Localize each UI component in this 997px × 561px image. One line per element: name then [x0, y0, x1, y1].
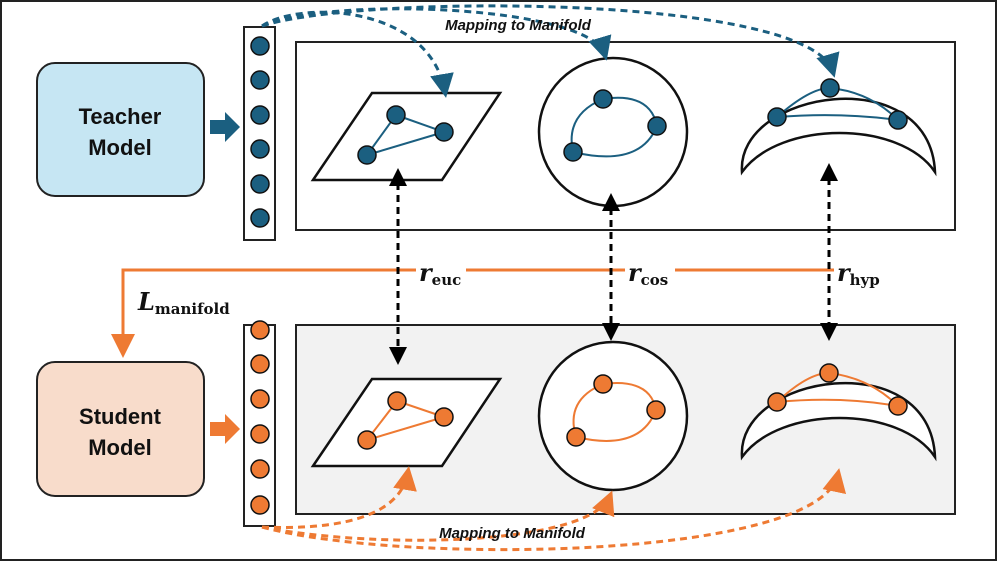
- student-point: [646, 400, 666, 420]
- student-point: [387, 391, 407, 411]
- student-vector-node: [250, 354, 270, 374]
- teacher-map-arrow-euclidean: [261, 10, 454, 98]
- student-point: [566, 427, 586, 447]
- relation-label-cos: rcos: [628, 258, 668, 289]
- teacher-input-arrow: [210, 112, 240, 142]
- student-point: [767, 392, 787, 412]
- teacher-point: [357, 145, 377, 165]
- relation-label-euc: reuc: [419, 258, 461, 289]
- student-point: [593, 374, 613, 394]
- teacher-vector-node: [250, 208, 270, 228]
- student-point: [357, 430, 377, 450]
- relation-label-bg-cos: [625, 256, 675, 286]
- teacher-vector-node: [250, 70, 270, 90]
- teacher-embedding-vector: [243, 26, 276, 241]
- student-mapping-arrows: [261, 466, 846, 552]
- student-hyperbolic-manifold: [740, 363, 937, 462]
- student-map-arrow-spherical: [261, 490, 615, 542]
- student-map-arrow-hyperbolic: [261, 468, 846, 552]
- teacher-label-line1: Teacher: [79, 104, 162, 129]
- manifold-loss-label: Lmanifold: [137, 287, 230, 318]
- teacher-mapping-arrows: [261, 4, 840, 98]
- teacher-spherical-manifold: [537, 56, 689, 208]
- teacher-model-box: Teacher Model: [36, 62, 205, 197]
- student-point: [888, 396, 908, 416]
- student-spherical-manifold: [537, 340, 689, 492]
- teacher-mapping-label: Mapping to Manifold: [445, 17, 592, 34]
- relation-label-bg-euc: [416, 256, 466, 286]
- student-model-box: Student Model: [36, 361, 205, 497]
- student-vector-node: [250, 320, 270, 340]
- student-mapping-label: Mapping to Manifold: [439, 525, 586, 542]
- teacher-map-arrow-hyperbolic: [261, 4, 840, 78]
- teacher-vector-node: [250, 139, 270, 159]
- student-label-line2: Model: [88, 435, 152, 460]
- teacher-euclidean-manifold: [310, 91, 503, 182]
- teacher-point: [386, 105, 406, 125]
- student-vector-node: [250, 389, 270, 409]
- student-vector-node: [250, 495, 270, 515]
- student-euclidean-manifold: [310, 377, 503, 468]
- relation-arrows: [389, 163, 838, 365]
- teacher-point: [820, 78, 840, 98]
- teacher-vector-node: [250, 105, 270, 125]
- teacher-point: [647, 116, 667, 136]
- teacher-hyperbolic-manifold: [740, 78, 937, 177]
- teacher-point: [593, 89, 613, 109]
- student-vector-node: [250, 424, 270, 444]
- student-input-arrow: [210, 414, 240, 444]
- teacher-point: [888, 110, 908, 130]
- teacher-label-line2: Model: [88, 135, 152, 160]
- teacher-point: [767, 107, 787, 127]
- student-embedding-vector: [243, 320, 276, 527]
- teacher-point: [434, 122, 454, 142]
- teacher-map-arrow-spherical: [261, 7, 612, 61]
- relation-label-bg-hyp: [834, 256, 894, 286]
- teacher-vector-node: [250, 174, 270, 194]
- student-point: [819, 363, 839, 383]
- student-map-arrow-euclidean: [261, 466, 417, 529]
- relation-label-hyp: rhyp: [837, 258, 880, 289]
- student-label-line1: Student: [79, 404, 162, 429]
- teacher-point: [563, 142, 583, 162]
- teacher-vector-node: [250, 36, 270, 56]
- student-point: [434, 407, 454, 427]
- student-vector-node: [250, 459, 270, 479]
